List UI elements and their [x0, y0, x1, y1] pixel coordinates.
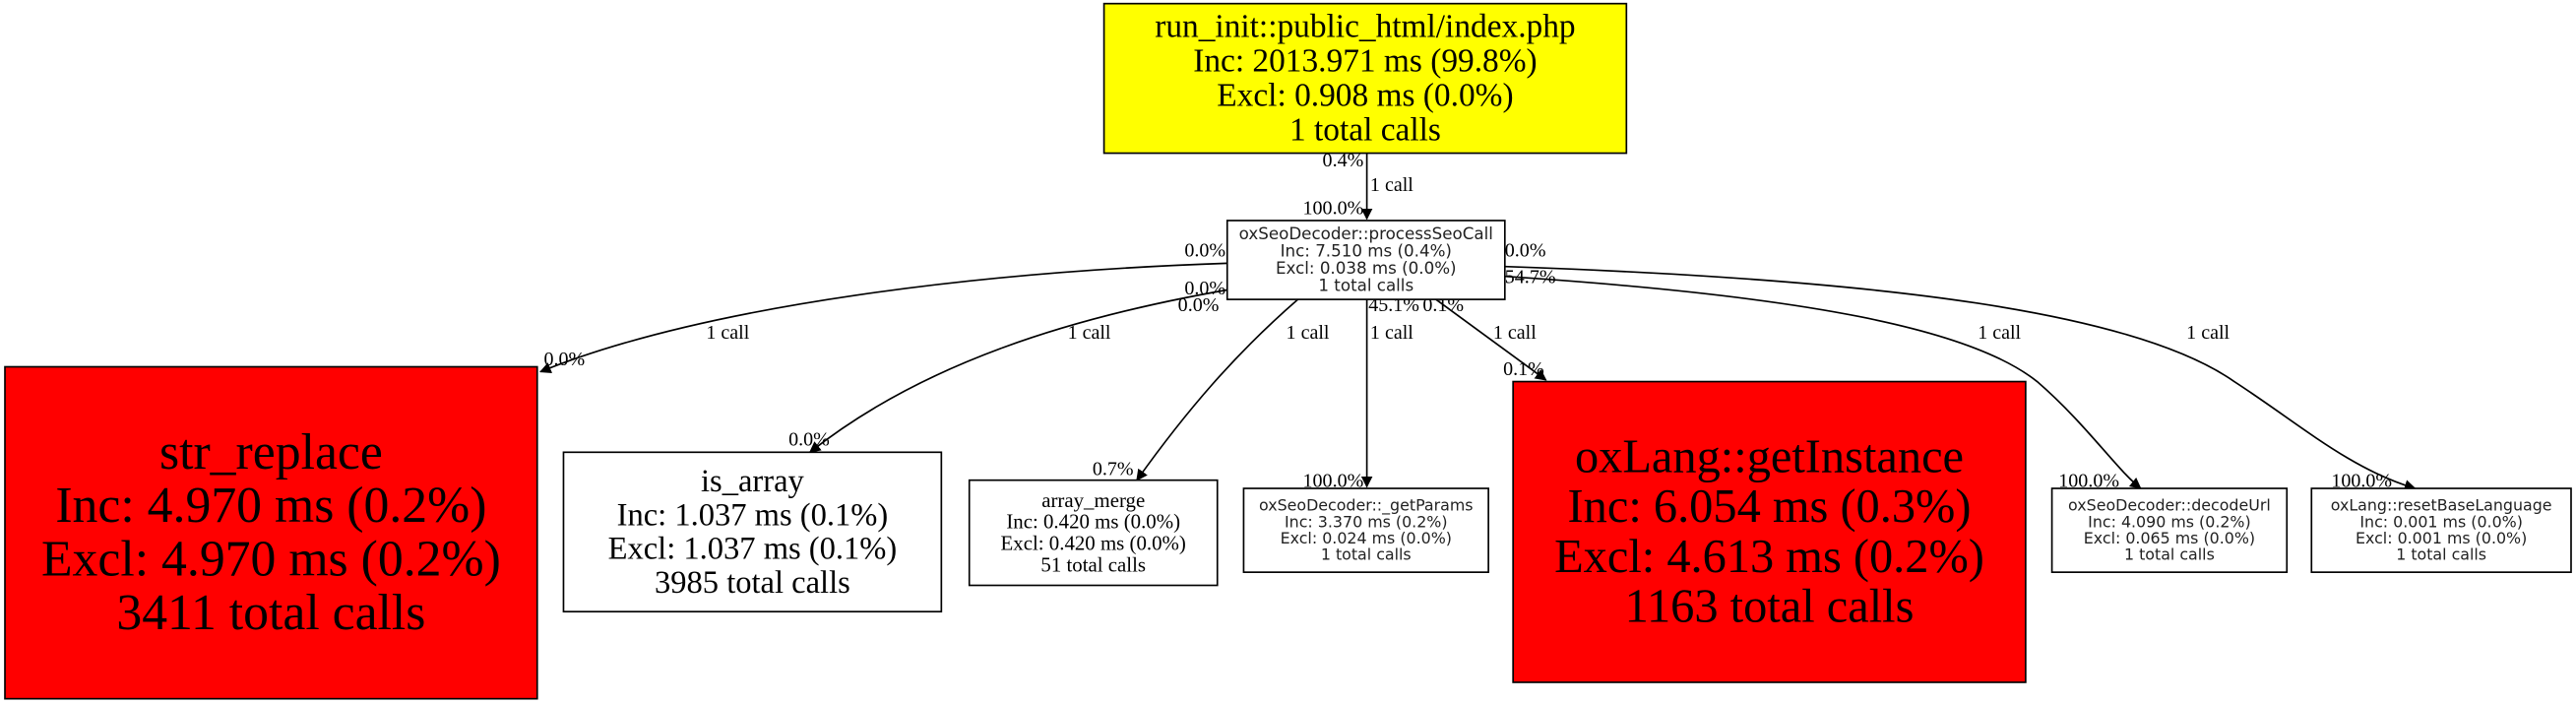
edge-source-percent: 0.4%: [1323, 150, 1364, 171]
node-total-calls: 3411 total calls: [116, 585, 425, 641]
edge-processSeoCall-to-decodeUrl: 54.7% 1 call 100.0%: [1504, 266, 2142, 491]
node-exclusive-time: Excl: 1.037 ms (0.1%): [608, 532, 898, 567]
node-inclusive-time: Inc: 6.054 ms (0.3%): [1568, 480, 1972, 533]
node-box: [2050, 487, 2289, 573]
edge-call-count: 1 call: [706, 322, 749, 344]
node-box: [1225, 220, 1506, 300]
node-inclusive-time: Inc: 3.370 ms (0.2%): [1285, 512, 1448, 531]
node-exclusive-time: Excl: 4.613 ms (0.2%): [1554, 531, 1984, 583]
edge-target-percent: 0.0%: [788, 429, 830, 451]
edge-target-percent: 0.0%: [543, 349, 585, 370]
node-box: [1512, 380, 2027, 683]
node-function-name: oxLang::getInstance: [1575, 430, 1964, 482]
node-total-calls: 1 total calls: [2396, 545, 2486, 564]
node-function-name: str_replace: [159, 424, 383, 480]
edge-call-count: 1 call: [1287, 322, 1330, 344]
node-inclusive-time: Inc: 2013.971 ms (99.8%): [1193, 43, 1537, 80]
edge-processSeoCall-to-resetBaseLanguage: 0.0% 1 call 100.0%: [1504, 240, 2417, 491]
edge-line: [1435, 298, 1547, 381]
node-inclusive-time: Inc: 1.037 ms (0.1%): [617, 497, 889, 533]
node-total-calls: 51 total calls: [1040, 553, 1146, 577]
node-exclusive-time: Excl: 4.970 ms (0.2%): [41, 532, 501, 588]
edge-call-count: 1 call: [2186, 322, 2230, 344]
node-function-name: array_merge: [1041, 488, 1145, 512]
edge-target-percent: 100.0%: [2331, 470, 2392, 491]
node-total-calls: 1163 total calls: [1625, 581, 1915, 633]
edge-processSeoCall-to-array_merge: 0.0% 1 call 0.7%: [1093, 294, 1330, 481]
node-exclusive-time: Excl: 0.420 ms (0.0%): [1001, 532, 1186, 555]
node-inclusive-time: Inc: 0.001 ms (0.0%): [2359, 512, 2523, 531]
edge-source-percent: 0.0%: [1505, 240, 1546, 262]
node-box: [4, 365, 538, 700]
node-inclusive-time: Inc: 4.970 ms (0.2%): [55, 478, 486, 534]
node-total-calls: 1 total calls: [1289, 112, 1441, 149]
edge-target-percent: 0.7%: [1093, 459, 1134, 480]
node-box: [968, 479, 1219, 587]
node-exclusive-time: Excl: 0.024 ms (0.0%): [1281, 529, 1452, 547]
node-box: [1242, 487, 1489, 573]
edge-source-percent: 0.0%: [1184, 240, 1225, 262]
node-function-name: run_init::public_html/index.php: [1155, 9, 1575, 45]
edge-source-percent: 0.0%: [1184, 278, 1225, 299]
node-inclusive-time: Inc: 0.420 ms (0.0%): [1006, 510, 1180, 534]
edge-line: [808, 285, 1249, 454]
edge-line: [1504, 265, 2417, 491]
edge-line: [1136, 298, 1299, 481]
node-box: [1102, 2, 1628, 155]
node-total-calls: 3985 total calls: [655, 565, 850, 601]
node-function-name: oxSeoDecoder::_getParams: [1259, 496, 1474, 516]
node-total-calls: 1 total calls: [1321, 545, 1412, 564]
edge-processSeoCall-to-is_array: 0.0% 1 call 0.0%: [788, 278, 1249, 454]
edge-target-percent: 0.1%: [1503, 358, 1544, 380]
node-exclusive-time: Excl: 0.908 ms (0.0%): [1217, 78, 1513, 114]
node-function-name: oxSeoDecoder::decodeUrl: [2068, 496, 2271, 515]
edge-root-to-processSeoCall: 0.4% 1 call 100.0%: [1303, 150, 1414, 221]
node-box: [2310, 487, 2572, 573]
node-function-name: is_array: [701, 464, 805, 499]
node-total-calls: 1 total calls: [2124, 545, 2215, 564]
node-function-name: oxSeoDecoder::processSeoCall: [1239, 224, 1493, 243]
edge-source-percent: 0.0%: [1178, 294, 1220, 316]
edge-call-count: 1 call: [1493, 322, 1537, 344]
node-exclusive-time: Excl: 0.038 ms (0.0%): [1276, 259, 1457, 278]
edge-source-percent: 54.7%: [1505, 266, 1556, 288]
edge-target-percent: 100.0%: [1303, 470, 1364, 491]
node-total-calls: 1 total calls: [1318, 277, 1414, 295]
edge-line: [539, 262, 1227, 373]
edge-call-count: 1 call: [1068, 322, 1111, 344]
edge-call-count: 1 call: [1978, 322, 2021, 344]
node-exclusive-time: Excl: 0.001 ms (0.0%): [2356, 529, 2527, 547]
node-exclusive-time: Excl: 0.065 ms (0.0%): [2084, 529, 2255, 547]
edge-target-percent: 100.0%: [1303, 197, 1364, 219]
edge-line: [1504, 275, 2142, 489]
node-function-name: oxLang::resetBaseLanguage: [2331, 496, 2552, 515]
node-inclusive-time: Inc: 7.510 ms (0.4%): [1281, 242, 1452, 261]
edge-target-percent: 100.0%: [2058, 470, 2119, 491]
node-inclusive-time: Inc: 4.090 ms (0.2%): [2088, 512, 2251, 531]
node-box: [562, 451, 943, 613]
edge-call-count: 1 call: [1370, 322, 1414, 344]
edge-call-count: 1 call: [1370, 174, 1414, 196]
edge-processSeoCall-to-str_replace: 0.0% 1 call 0.0%: [539, 240, 1227, 373]
